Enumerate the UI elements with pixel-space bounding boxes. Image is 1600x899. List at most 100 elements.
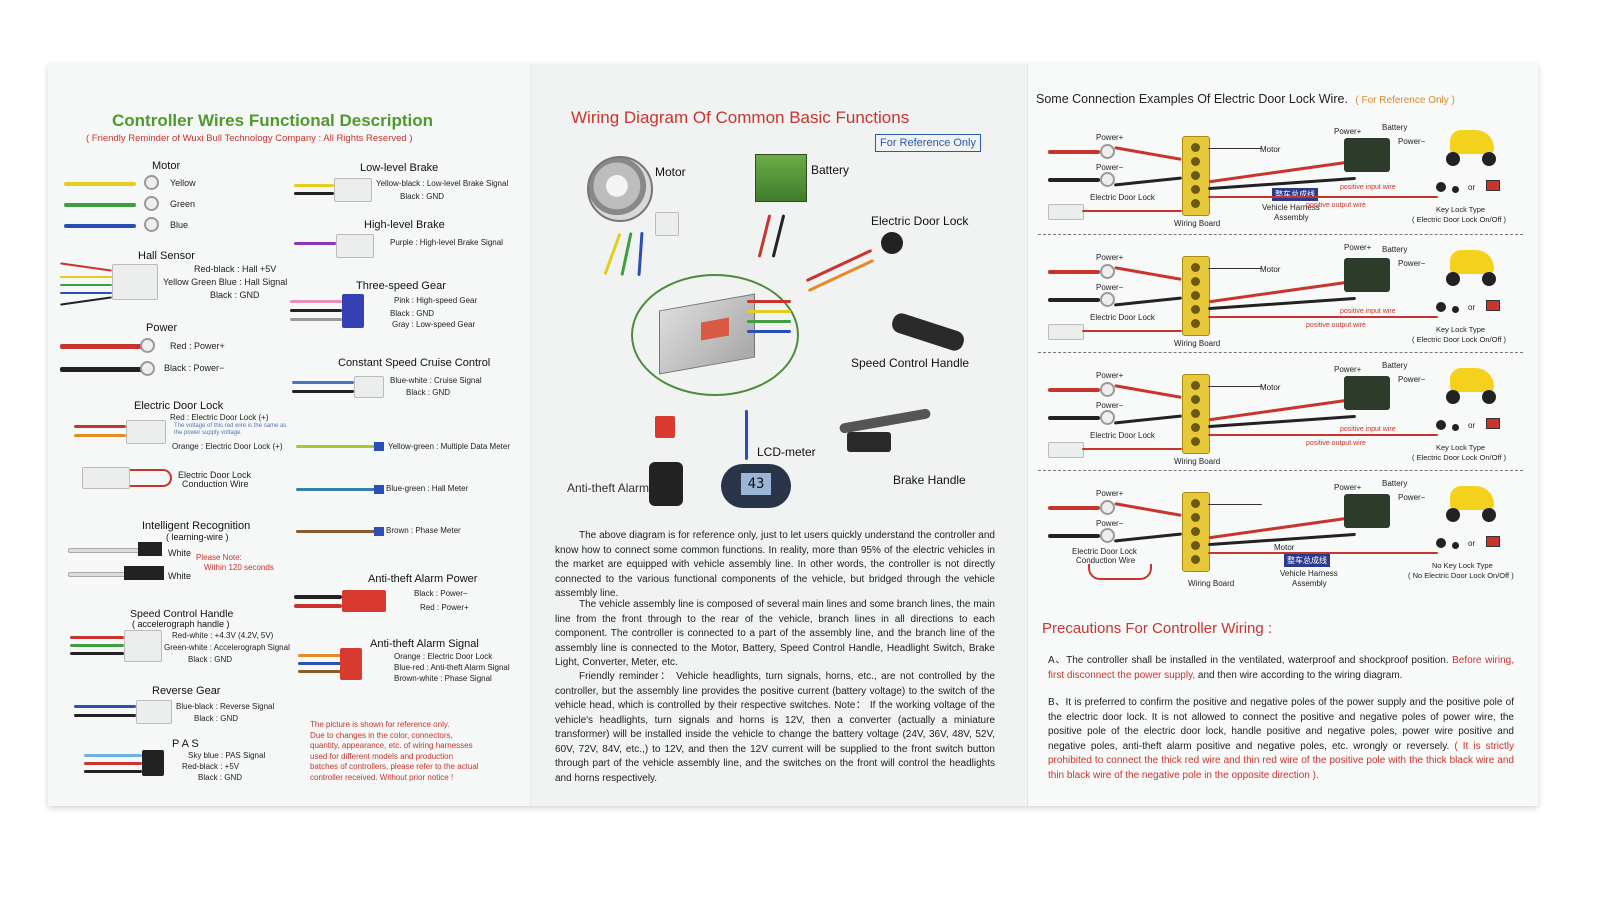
mid-label-speed: Speed Control Handle — [851, 356, 970, 370]
reverse-title: Reverse Gear — [152, 685, 221, 697]
door-l1: Red : Electric Door Lock (+) — [170, 413, 269, 422]
row-power-plus-2: Power+ — [1334, 127, 1362, 136]
key-icon — [1452, 186, 1459, 193]
conduction-l1: Electric Door Lock — [178, 470, 252, 480]
battery-image — [755, 154, 807, 202]
row-ring — [1100, 264, 1115, 279]
reverse-wire — [74, 705, 136, 708]
row-divider — [1038, 470, 1523, 471]
row-key-type: Key Lock Type — [1436, 205, 1486, 214]
power-red-wire — [60, 344, 144, 349]
row-motor: Motor — [1260, 383, 1281, 392]
row-motor: Motor — [1260, 265, 1281, 274]
motor-connector-wire — [637, 231, 644, 277]
lowbrake-wire — [294, 184, 334, 187]
battery-icon — [1344, 376, 1390, 410]
motor-blue: Blue — [170, 220, 189, 230]
row-or: or — [1468, 539, 1476, 548]
gear-l1: Pink : High-speed Gear — [394, 296, 478, 305]
row-wiring-board: Wiring Board — [1174, 339, 1221, 348]
middle-ref-badge: For Reference Only — [875, 134, 981, 152]
row-wiring-board: Wiring Board — [1174, 457, 1221, 466]
instruction-sheet: Controller Wires Functional Description … — [48, 64, 1538, 806]
row-motor: Motor — [1274, 543, 1295, 552]
pas-wire — [84, 770, 142, 773]
row-harness-1: Vehicle Harness — [1280, 569, 1338, 578]
speed-l1: Red-white : +4.3V (4.2V, 5V) — [172, 631, 274, 640]
mid-label-door: Electric Door Lock — [871, 214, 969, 228]
row-motor-wire — [1208, 148, 1262, 149]
hallmeter-plug — [374, 485, 384, 494]
row-or: or — [1468, 183, 1476, 192]
alarmsignal-l2: Blue-red : Anti-theft Alarm Signal — [394, 663, 510, 672]
right-title: Some Connection Examples Of Electric Doo… — [1036, 92, 1455, 106]
key-icon — [1436, 420, 1446, 430]
row-power-minus: Power− — [1096, 283, 1124, 292]
row-power-minus-2: Power− — [1398, 137, 1426, 146]
motor-blue-wire — [64, 224, 136, 228]
row-wiring-board: Wiring Board — [1188, 579, 1235, 588]
row-power-plus: Power+ — [1096, 489, 1124, 498]
speed-wire — [70, 652, 124, 655]
gear-title: Three-speed Gear — [356, 280, 446, 292]
footnote-line: quantity, appearance, etc. of wiring har… — [310, 741, 473, 750]
row-key-note: ( Electric Door Lock On/Off ) — [1412, 453, 1507, 462]
row-key-note: ( Electric Door Lock On/Off ) — [1412, 215, 1507, 224]
conduction-l2: Conduction Wire — [182, 479, 249, 489]
phase-label: Brown : Phase Meter — [386, 526, 461, 535]
footnote-line: controller received. Without prior notic… — [310, 772, 454, 782]
phase-wire — [296, 530, 376, 533]
alarmsignal-title: Anti-theft Alarm Signal — [370, 638, 479, 650]
multi-wire — [296, 445, 376, 448]
battery-icon — [1344, 494, 1390, 528]
motor-yellow: Yellow — [170, 178, 196, 188]
alarmpower-wire — [294, 604, 342, 608]
highbrake-wire — [294, 242, 336, 245]
reverse-wire — [74, 714, 136, 717]
pas-wire — [84, 762, 142, 765]
intelligent-white1: White — [168, 548, 192, 558]
alarmsignal-wire — [298, 662, 342, 665]
power-ring — [140, 361, 155, 376]
mid-label-motor: Motor — [655, 165, 686, 179]
row-divider — [1038, 352, 1523, 353]
intelligent-white2: White — [168, 571, 192, 581]
middle-paragraph-1: The above diagram is for reference only,… — [555, 530, 995, 599]
switch-icon — [1486, 536, 1500, 547]
brake-handle-image — [847, 432, 891, 452]
row-motor-wire — [1208, 268, 1262, 269]
hall-wire — [60, 284, 112, 286]
multi-plug — [374, 442, 384, 451]
speed-sub: ( accelerograph handle ) — [132, 619, 230, 629]
gear-connector — [342, 294, 364, 328]
row-ring — [1100, 410, 1115, 425]
wiring-board — [1182, 492, 1210, 572]
alarmsignal-wire — [298, 670, 342, 673]
power-l1: Red : Power+ — [170, 341, 225, 351]
cruise-l1: Blue-white : Cruise Signal — [390, 376, 482, 385]
cruise-l2: Black : GND — [406, 388, 451, 397]
right-title-text: Some Connection Examples Of Electric Doo… — [1036, 92, 1348, 106]
power-title: Power — [146, 322, 178, 334]
row-harness-2: Assembly — [1292, 579, 1327, 588]
left-title: Controller Wires Functional Description — [112, 111, 433, 130]
controller-wire — [747, 320, 791, 323]
row-key-note: ( Electric Door Lock On/Off ) — [1412, 335, 1507, 344]
middle-title: Wiring Diagram Of Common Basic Functions — [571, 108, 910, 127]
multi-label: Yellow-green : Multiple Data Meter — [388, 442, 510, 451]
door-lock-image — [881, 232, 903, 254]
row-output-wire — [1208, 316, 1438, 318]
middle-paragraph-2: The vehicle assembly line is composed of… — [555, 599, 995, 668]
wiring-board — [1182, 374, 1210, 454]
lowbrake-title: Low-level Brake — [360, 162, 439, 174]
precaution-a-text: A、The controller shall be installed in t… — [1048, 655, 1449, 666]
row-power-minus-2: Power− — [1398, 375, 1426, 384]
hall-l3: Black : GND — [210, 290, 260, 300]
row-feed-wire — [1114, 532, 1182, 543]
reverse-connector — [136, 700, 172, 724]
precautions-title: Precautions For Controller Wiring : — [1042, 620, 1273, 637]
row-power-plus-2: Power+ — [1334, 483, 1362, 492]
key-icon — [1436, 538, 1446, 548]
row-ring — [1100, 382, 1115, 397]
precaution-a: A、The controller shall be installed in t… — [1048, 654, 1514, 683]
